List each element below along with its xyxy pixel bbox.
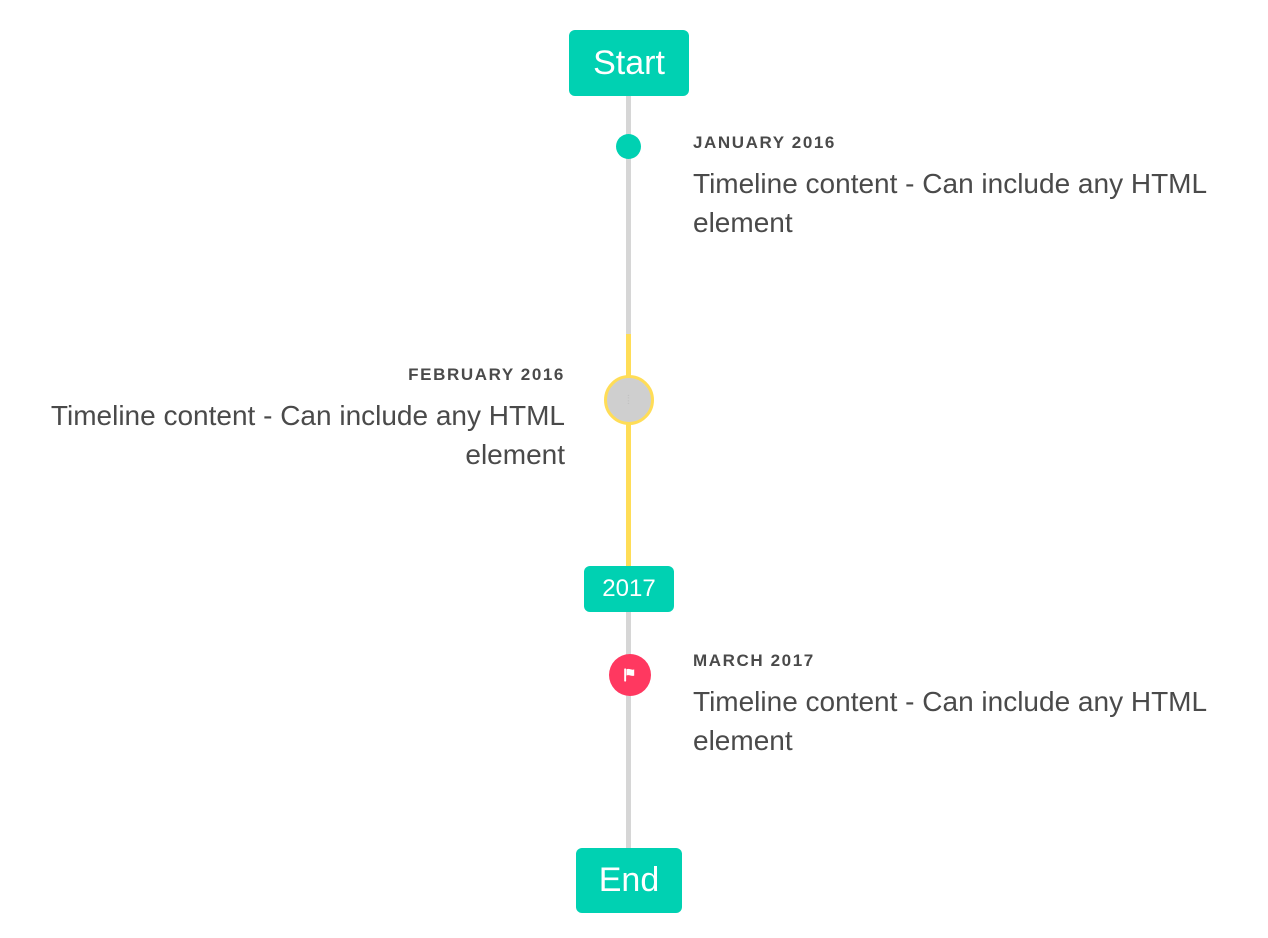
timeline-item-body: Timeline content - Can include any HTML … — [693, 686, 1207, 757]
timeline-item-february-2016: FEBRUARY 2016 Timeline content - Can inc… — [40, 365, 565, 475]
timeline-axis-segment-top — [626, 90, 631, 338]
timeline-item-heading: FEBRUARY 2016 — [408, 365, 565, 384]
missing-glyph-icon: ⦙ — [627, 392, 631, 408]
timeline-header-start[interactable]: Start — [569, 30, 689, 96]
timeline-marker-january-2016[interactable] — [616, 134, 641, 159]
flag-icon — [620, 665, 640, 685]
timeline-axis-segment-bottom — [626, 608, 631, 856]
timeline-item-body: Timeline content - Can include any HTML … — [693, 168, 1207, 239]
timeline-item-march-2017: MARCH 2017 Timeline content - Can includ… — [693, 651, 1218, 761]
timeline-axis-segment-active — [626, 334, 631, 570]
timeline-footer-end[interactable]: End — [576, 848, 682, 913]
timeline-divider-2017[interactable]: 2017 — [584, 566, 674, 612]
timeline-item-body: Timeline content - Can include any HTML … — [50, 400, 565, 471]
timeline-item-january-2016: JANUARY 2016 Timeline content - Can incl… — [693, 133, 1218, 243]
timeline-item-heading: MARCH 2017 — [693, 651, 815, 670]
timeline-item-heading: JANUARY 2016 — [693, 133, 836, 152]
timeline-marker-february-2016[interactable]: ⦙ — [604, 375, 654, 425]
timeline-marker-march-2017[interactable] — [609, 654, 651, 696]
